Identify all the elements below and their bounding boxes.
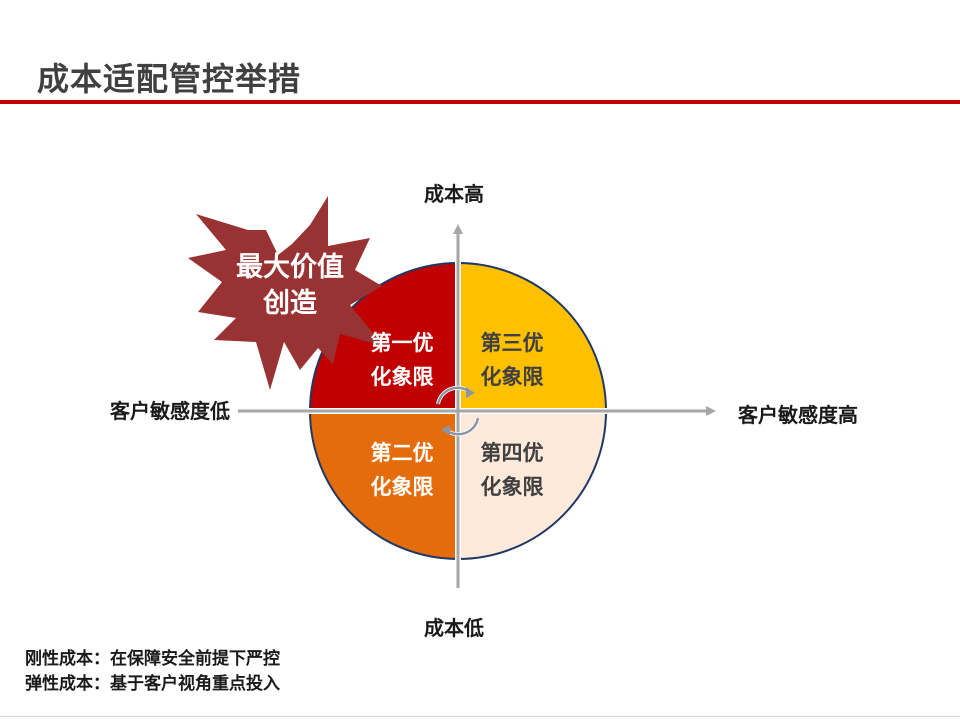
quadrant-bottom-right-sector [457, 410, 608, 561]
cost-notes: 刚性成本：在保障安全前提下严控 弹性成本：基于客户视角重点投入 [25, 647, 280, 697]
quadrant-bottom-right-label: 第四优 化象限 [457, 436, 567, 504]
footer-divider [0, 716, 960, 717]
value-burst-shape [188, 196, 384, 390]
value-burst-line1: 最大价值 [236, 252, 344, 283]
quadrant-top-left-line2: 化象限 [370, 365, 434, 389]
axis-label-sensitivity-low: 客户敏感度低 [110, 399, 230, 423]
value-burst-label: 最大价值 创造 [210, 250, 370, 322]
quadrant-bottom-left-sector [308, 410, 459, 561]
value-burst-line2: 创造 [263, 288, 317, 319]
slide-title: 成本适配管控举措 [37, 60, 302, 98]
quadrant-bottom-left-line2: 化象限 [370, 475, 434, 499]
quadrant-top-left-sector [308, 261, 459, 412]
cycle-arrows-icon [436, 385, 480, 437]
axis-label-cost-low: 成本低 [424, 616, 484, 640]
quadrant-bottom-right-line1: 第四优 [480, 441, 544, 465]
quadrant-bottom-left-label: 第二优 化象限 [347, 436, 457, 504]
title-divider [0, 100, 960, 104]
axis-label-sensitivity-high: 客户敏感度高 [738, 403, 858, 427]
note-flexible-cost: 弹性成本：基于客户视角重点投入 [25, 674, 280, 694]
quadrant-top-right-sector [457, 261, 608, 412]
quadrant-top-right-line1: 第三优 [480, 331, 544, 355]
axis-label-cost-high: 成本高 [424, 182, 484, 206]
note-rigid-cost: 刚性成本：在保障安全前提下严控 [25, 649, 280, 669]
quadrant-bottom-left-line1: 第二优 [370, 441, 434, 465]
quadrant-top-right-label: 第三优 化象限 [457, 326, 567, 394]
quadrant-top-left-label: 第一优 化象限 [347, 326, 457, 394]
quadrant-top-right-line2: 化象限 [480, 365, 544, 389]
quadrant-top-left-line1: 第一优 [370, 331, 434, 355]
quadrant-bottom-right-line2: 化象限 [480, 475, 544, 499]
